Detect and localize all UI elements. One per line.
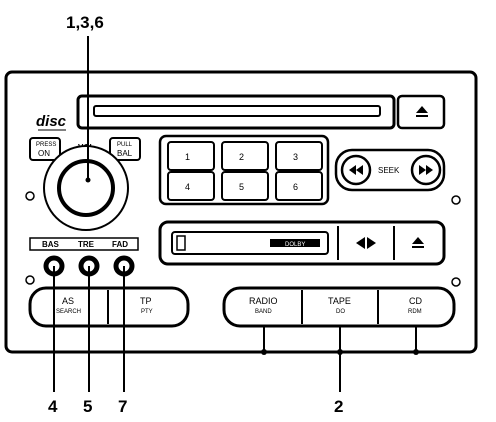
radio-sub-label: BAND	[255, 309, 272, 315]
eject-icon	[412, 237, 424, 248]
dolby-badge	[270, 239, 320, 247]
mounting-hole	[451, 277, 461, 287]
preset-label: 5	[239, 182, 244, 192]
tape-door-notch	[176, 235, 186, 251]
as-label: AS	[62, 296, 74, 306]
preset-button-2[interactable]: 2	[221, 141, 269, 171]
tape-button[interactable]: TAPE DO	[328, 296, 351, 315]
tape-label: TAPE	[328, 296, 351, 306]
mounting-hole	[25, 191, 35, 201]
mounting-hole	[25, 275, 35, 285]
tape-eject-button[interactable]	[412, 237, 424, 248]
pull-label: PULL	[117, 142, 133, 148]
on-button[interactable]	[29, 137, 61, 161]
source-group	[222, 286, 456, 328]
source-callout-bracket	[261, 326, 419, 392]
preset-button-frame	[275, 141, 323, 171]
cd-slot[interactable]	[93, 105, 381, 117]
tp-button[interactable]: TP PTY	[140, 296, 153, 315]
callout-top: 1,3,6	[66, 13, 104, 32]
preset-button-3[interactable]: 3	[275, 141, 323, 171]
tp-label: TP	[140, 296, 152, 306]
preset-button-6[interactable]: 6	[275, 171, 323, 201]
preset-label: 3	[293, 152, 298, 162]
preset-button-5[interactable]: 5	[221, 171, 269, 201]
preset-label: 4	[185, 182, 190, 192]
tone-label-strip	[29, 237, 139, 251]
preset-button-frame	[275, 171, 323, 201]
preset-label: 6	[293, 182, 298, 192]
preset-button-frame	[167, 141, 215, 171]
dolby-text: DOLBY	[285, 242, 305, 248]
callout-fad: 7	[118, 397, 127, 416]
left-right-triangle-icon	[356, 237, 376, 249]
preset-button-frame	[221, 141, 269, 171]
preset-button-4[interactable]: 4	[167, 171, 215, 201]
radio-button[interactable]: RADIO BAND	[249, 296, 278, 315]
radio-label: RADIO	[249, 296, 278, 306]
tape-ffrew-button[interactable]	[356, 237, 376, 249]
eject-icon	[416, 106, 428, 117]
fad-label: FAD	[112, 240, 128, 249]
cd-sub-label: RDM	[408, 309, 422, 315]
callout-source: 2	[334, 397, 343, 416]
bal-label: BAL	[117, 149, 133, 158]
on-label: ON	[38, 149, 50, 158]
seek-forward-button[interactable]	[410, 154, 442, 186]
cd-button[interactable]: CD RDM	[408, 296, 422, 315]
bas-label: BAS	[42, 240, 60, 249]
as-sub-label: SEARCH	[56, 309, 81, 315]
seek-label: SEEK	[378, 166, 400, 175]
seek-back-button[interactable]	[340, 154, 372, 186]
mounting-hole	[451, 195, 461, 205]
tre-label: TRE	[78, 240, 95, 249]
cd-label: CD	[409, 296, 422, 306]
callout-tre: 5	[83, 397, 92, 416]
preset-button-1[interactable]: 1	[167, 141, 215, 171]
double-right-triangle-icon	[419, 165, 433, 175]
bal-button[interactable]	[109, 137, 141, 161]
tape-sub-label: DO	[336, 309, 345, 315]
volume-knob[interactable]	[57, 159, 115, 217]
disc-logo: disc	[36, 113, 67, 130]
callout-dot	[85, 177, 91, 183]
double-left-triangle-icon	[349, 165, 363, 175]
preset-button-frame	[167, 171, 215, 201]
press-label: PRESS	[36, 142, 56, 148]
tape-door[interactable]	[171, 231, 329, 255]
as-button[interactable]: AS SEARCH	[56, 296, 81, 315]
preset-label: 1	[185, 152, 190, 162]
tp-sub-label: PTY	[141, 309, 153, 315]
preset-label: 2	[239, 152, 244, 162]
preset-button-frame	[221, 171, 269, 201]
callout-bas: 4	[48, 397, 58, 416]
